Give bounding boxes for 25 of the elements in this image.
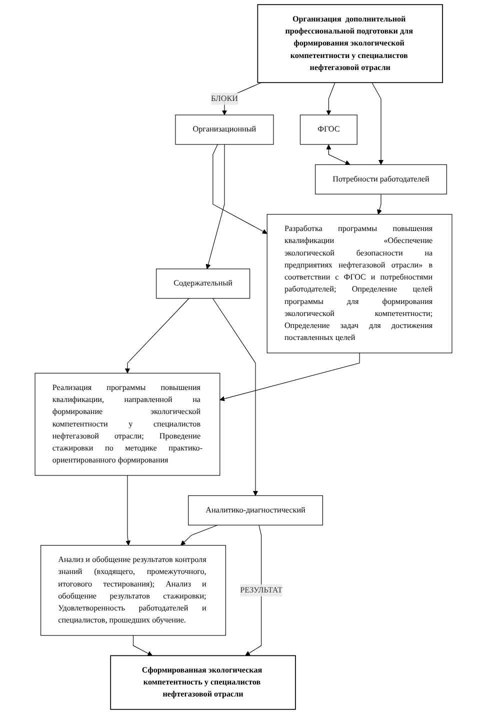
node-box: Анализ и обобщение результатов контроля знаний (входящего, промежуточного, итогового тестирования); Анализ и обобщение результатов стажировки; Удовлетворенность работодателей и специалистов, прошедших обучение. <box>40 545 226 636</box>
arrow <box>372 82 384 165</box>
node-box: Разработка программы повышения квалификации «Обеспечение экологической безопасности на предприятиях нефтегазовой отрасли» в соответствии с ФГОС и потребностями работодателей; Определение целей программы для формирования экологической компетентности; Определение задач для достижения поставленных целей <box>266 214 452 354</box>
arrow <box>124 298 190 374</box>
node-box: Организационный <box>175 114 274 145</box>
node-box: Потребности работодателей <box>315 164 447 194</box>
edge-label: РЕЗУЛЬТАТ <box>240 586 282 595</box>
node-box: ФГОС <box>300 114 358 145</box>
node-box: Организация дополнительной профессиональной подготовки для формирования экологической компетентности у специалистов нефтегазовой отрасли <box>257 4 443 84</box>
arrow <box>220 352 360 402</box>
node-box: Содержательный <box>156 268 250 299</box>
arrow <box>206 144 225 270</box>
arrow <box>132 635 153 656</box>
node-box: Аналитико-диагностический <box>188 495 323 526</box>
arrow <box>326 144 350 165</box>
arrow <box>377 194 382 215</box>
arrow <box>212 298 258 496</box>
node-box: Сформированная экологическая компетентность у специалистов нефтегазовой отрасли <box>110 655 296 710</box>
arrow <box>326 82 336 116</box>
arrow <box>126 475 131 546</box>
arrow <box>180 524 218 546</box>
edge-label: БЛОКИ <box>210 94 238 104</box>
arrow <box>245 524 262 656</box>
node-box: Реализация программы повышения квалификации, направленной на формирование экологической компетентности у специалистов нефтегазовой отрасли; Проведение стажировки по методике практико-ориентированного формирования <box>34 372 220 476</box>
arrow <box>212 144 268 234</box>
